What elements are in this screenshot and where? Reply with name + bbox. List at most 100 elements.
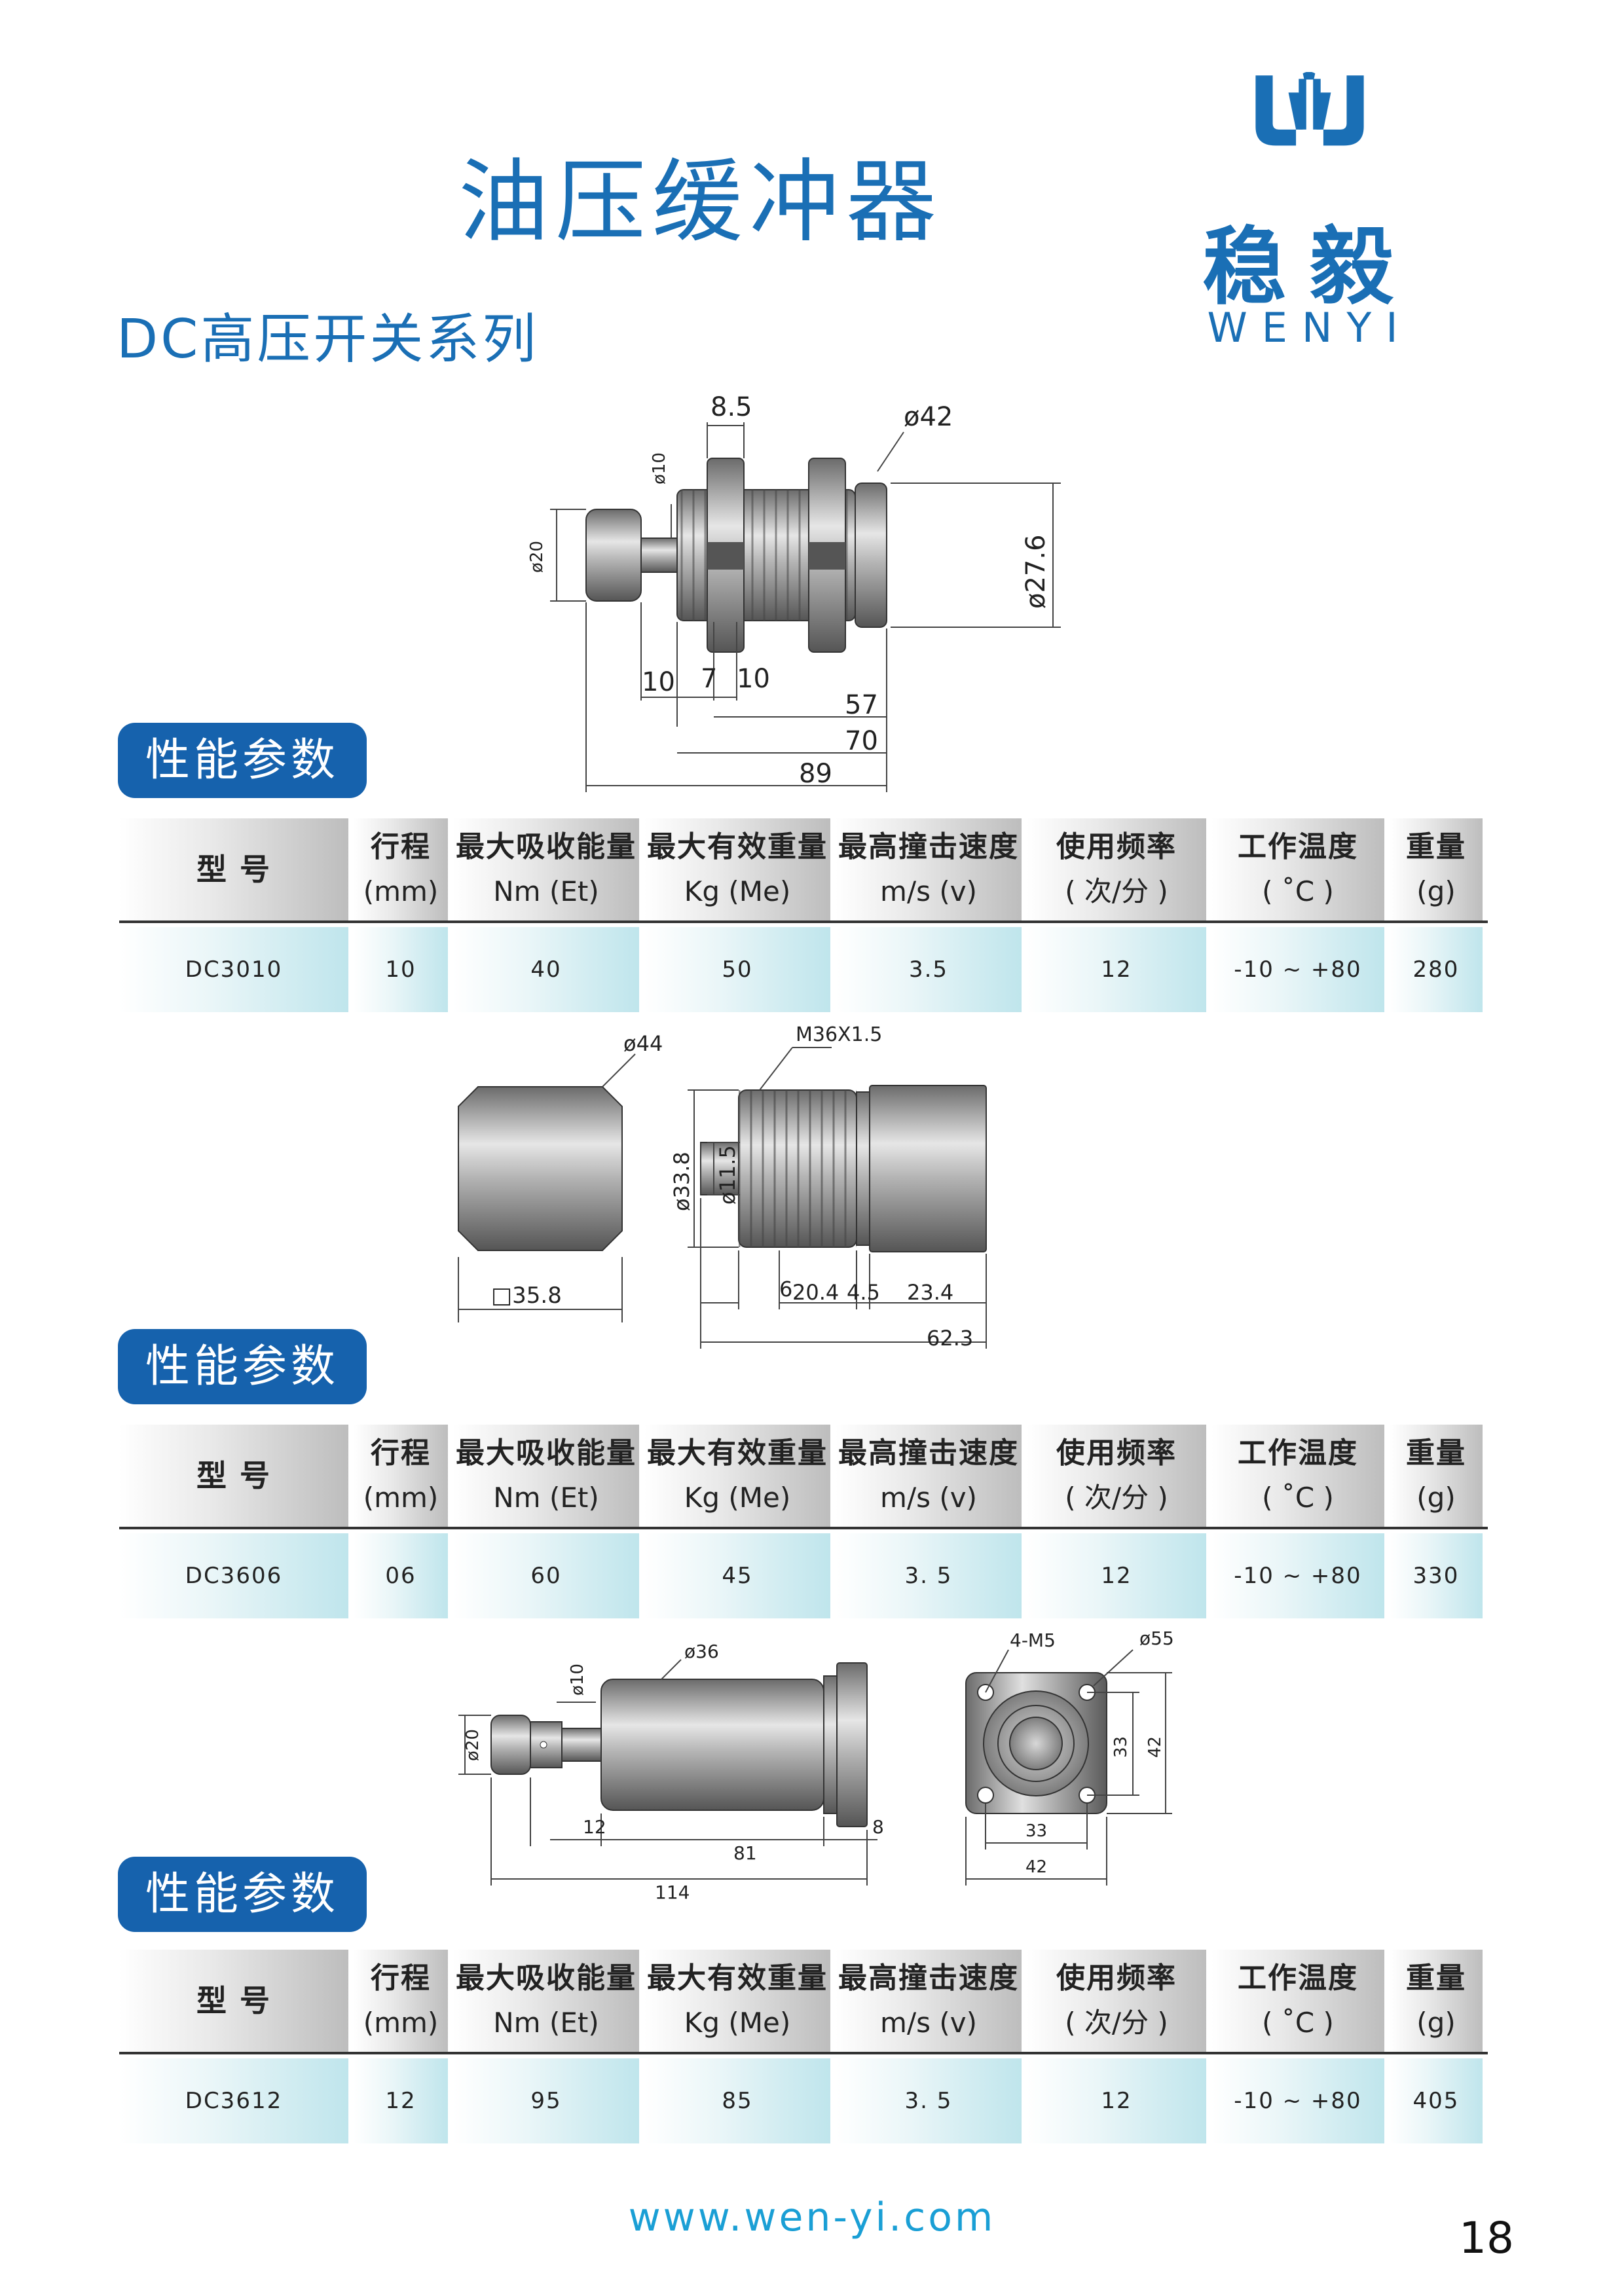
dim-o11-5: ø11.5 xyxy=(715,1145,740,1205)
header-weight: 重量(g) xyxy=(1390,1950,1488,2052)
dim-o44: ø44 xyxy=(623,1031,663,1056)
header-weight: 重量(g) xyxy=(1390,818,1488,920)
table-row: DC3606 06 60 45 3. 5 12 -10 ~ +80 330 xyxy=(119,1529,1488,1618)
dim-8-5: 8.5 xyxy=(710,392,752,422)
dim-o36: ø36 xyxy=(684,1641,719,1662)
header-weight: 重量(g) xyxy=(1390,1425,1488,1527)
dim-m36x1-5: M36X1.5 xyxy=(796,1023,882,1046)
cell-weight: 330 xyxy=(1390,1529,1488,1618)
dim-4-5: 4.5 xyxy=(847,1280,880,1305)
dim-33-h: 33 xyxy=(1025,1821,1047,1841)
dim-7: 7 xyxy=(701,664,717,694)
header-temperature: 工作温度( ˚C ) xyxy=(1211,818,1390,920)
performance-pill-3: 性能参数 xyxy=(118,1857,367,1932)
cell-weight: 280 xyxy=(1390,923,1488,1012)
dim-70: 70 xyxy=(845,726,878,756)
cell-energy: 95 xyxy=(453,2054,644,2143)
cell-temperature: -10 ~ +80 xyxy=(1211,2054,1390,2143)
cell-model: DC3010 xyxy=(119,923,354,1012)
dim-o42: ø42 xyxy=(904,402,953,432)
dim-12: 12 xyxy=(583,1816,606,1838)
dc3010-drawing: 8.5 ø42 ø10 ø20 ø27.6 10 7 10 57 70 89 xyxy=(527,392,1061,792)
header-frequency: 使用频率( 次/分 ) xyxy=(1027,818,1211,920)
header-temperature: 工作温度( ˚C ) xyxy=(1211,1950,1390,2052)
dim-81: 81 xyxy=(733,1842,757,1864)
dim-114: 114 xyxy=(655,1882,690,1903)
dim-57: 57 xyxy=(845,690,878,720)
dim-o20: ø20 xyxy=(463,1729,483,1761)
header-stroke: 行程(mm) xyxy=(354,818,453,920)
cell-temperature: -10 ~ +80 xyxy=(1211,1529,1390,1618)
cell-frequency: 12 xyxy=(1027,1529,1211,1618)
dim-42-h: 42 xyxy=(1025,1857,1047,1877)
cell-speed: 3. 5 xyxy=(836,1529,1027,1618)
cell-stroke: 06 xyxy=(354,1529,453,1618)
page-subtitle: DC高压开关系列 xyxy=(117,308,539,371)
dim-42-v: 42 xyxy=(1145,1736,1165,1758)
cell-model: DC3606 xyxy=(119,1529,354,1618)
cell-stroke: 12 xyxy=(354,2054,453,2143)
wenyi-logo-icon xyxy=(1255,72,1364,146)
cell-speed: 3. 5 xyxy=(836,2054,1027,2143)
dim-23-4: 23.4 xyxy=(907,1280,953,1305)
cell-weight: 405 xyxy=(1390,2054,1488,2143)
dim-sq35-8: □35.8 xyxy=(491,1283,562,1309)
footer-website-link[interactable]: www.wen-yi.com xyxy=(628,2195,996,2240)
header-frequency: 使用频率( 次/分 ) xyxy=(1027,1425,1211,1527)
dim-10b: 10 xyxy=(737,664,770,694)
dim-6: 6 xyxy=(779,1277,792,1302)
header-stroke: 行程(mm) xyxy=(354,1950,453,2052)
dim-8: 8 xyxy=(872,1816,884,1838)
table-row: DC3612 12 95 85 3. 5 12 -10 ~ +80 405 xyxy=(119,2054,1488,2143)
header-model: 型 号 xyxy=(119,1950,354,2052)
page-title: 油压缓冲器 xyxy=(458,149,944,255)
cell-frequency: 12 xyxy=(1027,923,1211,1012)
cell-weight-max: 45 xyxy=(644,1529,836,1618)
dim-62-3: 62.3 xyxy=(927,1326,973,1351)
dc3606-drawing: ø44 □35.8 M36X1.5 ø33.8 ø11.5 6 20.4 4.5… xyxy=(458,1023,987,1351)
cell-weight-max: 50 xyxy=(644,923,836,1012)
performance-pill-2: 性能参数 xyxy=(118,1329,367,1404)
dim-o27-6: ø27.6 xyxy=(1021,534,1051,609)
cell-energy: 40 xyxy=(453,923,644,1012)
dim-4-m5: 4-M5 xyxy=(1010,1630,1056,1651)
header-frequency: 使用频率( 次/分 ) xyxy=(1027,1950,1211,2052)
header-model: 型 号 xyxy=(119,1425,354,1527)
dim-33-v: 33 xyxy=(1111,1736,1131,1758)
cell-temperature: -10 ~ +80 xyxy=(1211,923,1390,1012)
header-temperature: 工作温度( ˚C ) xyxy=(1211,1425,1390,1527)
dc3612-drawing: ø36 ø10 ø20 12 81 8 114 4-M5 ø55 33 42 3… xyxy=(458,1628,1174,1903)
dim-o55: ø55 xyxy=(1139,1628,1174,1649)
dim-o10: ø10 xyxy=(650,452,669,484)
cell-energy: 60 xyxy=(453,1529,644,1618)
header-model: 型 号 xyxy=(119,818,354,920)
logo-chinese-text: 稳毅 xyxy=(1202,219,1417,316)
dim-89: 89 xyxy=(799,759,832,789)
performance-pill-1: 性能参数 xyxy=(118,723,367,798)
table-row: DC3010 10 40 50 3.5 12 -10 ~ +80 280 xyxy=(119,923,1488,1012)
dim-o33-8: ø33.8 xyxy=(669,1152,694,1211)
cell-weight-max: 85 xyxy=(644,2054,836,2143)
dim-o20: ø20 xyxy=(527,541,547,573)
dim-o10: ø10 xyxy=(568,1664,587,1696)
header-stroke: 行程(mm) xyxy=(354,1425,453,1527)
cell-speed: 3.5 xyxy=(836,923,1027,1012)
page-number: 18 xyxy=(1459,2213,1514,2263)
cell-model: DC3612 xyxy=(119,2054,354,2143)
dim-10a: 10 xyxy=(642,667,675,697)
dim-20-4: 20.4 xyxy=(792,1280,839,1305)
logo-english-text: WENYI xyxy=(1207,304,1412,352)
cell-frequency: 12 xyxy=(1027,2054,1211,2143)
